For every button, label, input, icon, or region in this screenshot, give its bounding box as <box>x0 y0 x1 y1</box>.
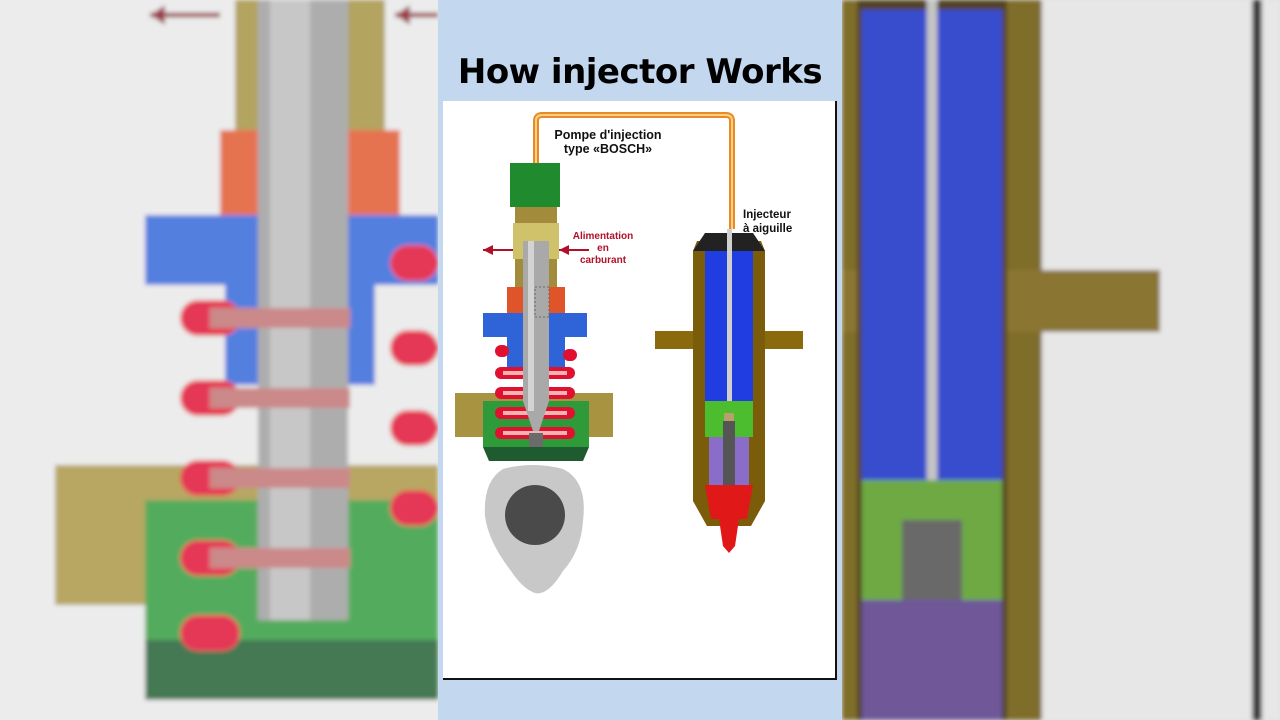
blurred-pump-closeup <box>0 0 438 720</box>
injector-label-line1: Injecteur <box>743 209 791 221</box>
diagram-panel: Pompe d'injection type «BOSCH» Alimentat… <box>443 101 837 680</box>
pump-plunger-foot <box>529 433 543 447</box>
blurred-background-right <box>842 0 1280 720</box>
fuel-label-line3: carburant <box>579 255 627 266</box>
video-title: How injector Works <box>457 52 823 92</box>
camshaft <box>505 485 565 545</box>
fuel-label-line2: en <box>597 243 609 254</box>
pump-plunger-shine <box>528 241 534 411</box>
injector-nozzle-tip <box>705 485 753 519</box>
video-frame: How injector Works <box>438 0 842 720</box>
needle-injector <box>655 229 803 553</box>
pump-spill-port <box>534 286 550 318</box>
fuel-supply-arrows <box>483 245 589 255</box>
injection-system-diagram <box>455 112 803 594</box>
pump-tappet-base <box>483 447 589 461</box>
blurred-injector-closeup <box>842 0 1280 720</box>
fuel-label-line1: Alimentation <box>572 231 634 242</box>
pump-cam <box>484 465 584 594</box>
injector-spray-orifice <box>719 519 739 553</box>
injector-label: Injecteur à aiguille <box>743 208 813 236</box>
bosch-pump <box>455 163 613 461</box>
fuel-line-highlight <box>535 114 733 229</box>
pump-outlet-valve <box>510 163 560 207</box>
injector-pushrod <box>727 229 732 404</box>
pump-label: Pompe d'injection type «BOSCH» <box>543 128 673 156</box>
pump-label-line1: Pompe d'injection <box>554 128 662 142</box>
blurred-background-left <box>0 0 438 720</box>
fuel-supply-label: Alimentation en carburant <box>563 231 643 267</box>
pump-label-line2: type «BOSCH» <box>563 142 653 156</box>
pump-plunger <box>523 241 549 431</box>
injector-label-line2: à aiguille <box>743 223 793 235</box>
